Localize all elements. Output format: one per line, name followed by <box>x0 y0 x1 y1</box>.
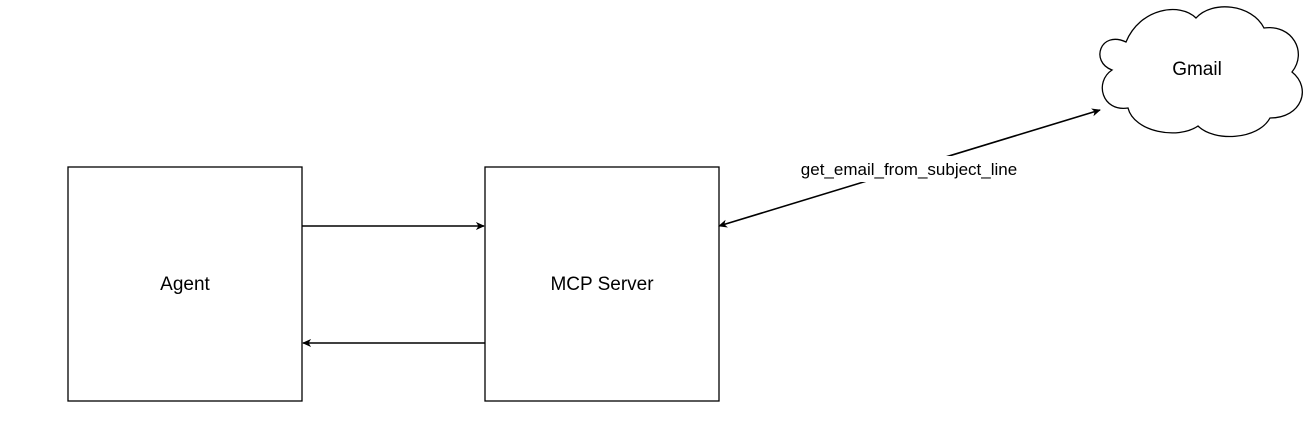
gmail-node[interactable]: Gmail <box>1099 6 1303 138</box>
gmail-cloud-icon <box>1099 6 1303 138</box>
mcp-server-box <box>484 166 720 402</box>
agent-label: Agent <box>160 274 210 295</box>
agent-box <box>67 166 303 402</box>
mcp-server-label: MCP Server <box>550 274 654 295</box>
gmail-label: Gmail <box>1172 59 1222 80</box>
edge-label-background <box>770 156 1048 182</box>
mcp-server-node[interactable]: MCP Server <box>484 166 720 402</box>
agent-node[interactable]: Agent <box>67 166 303 402</box>
edge-label-get-email: get_email_from_subject_line <box>801 160 1017 179</box>
